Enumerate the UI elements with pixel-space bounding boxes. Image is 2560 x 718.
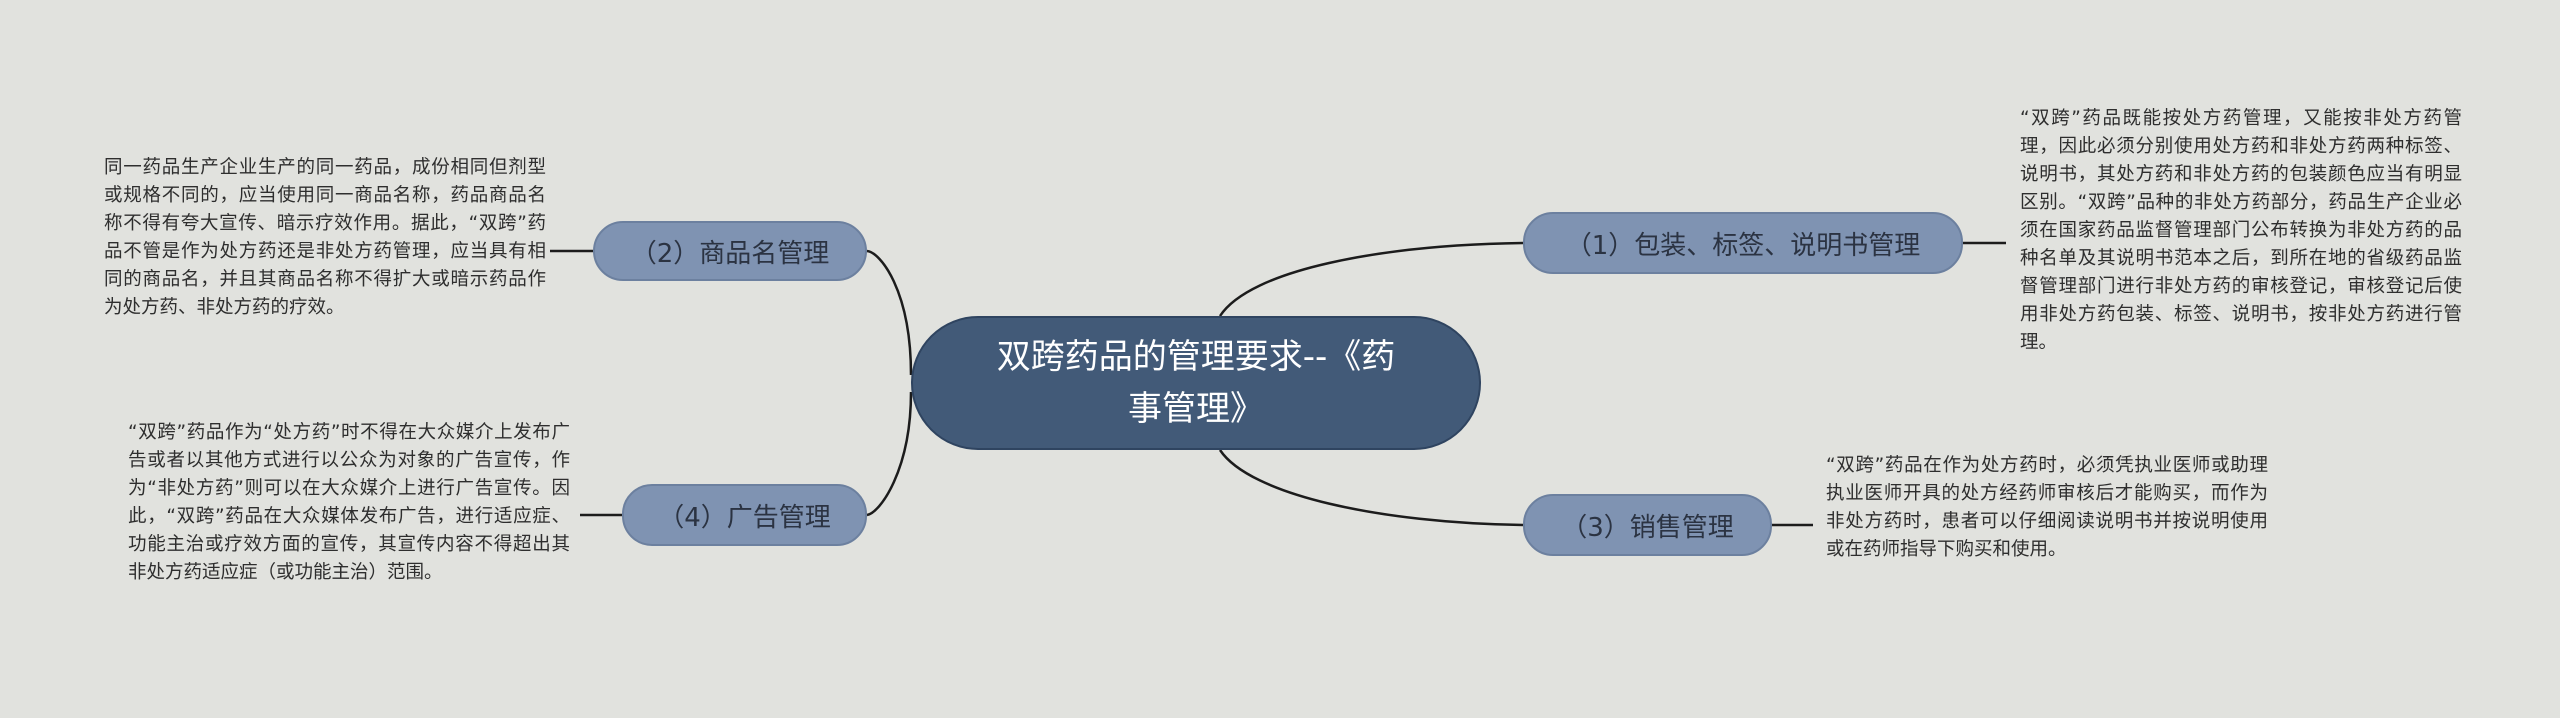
branch-label-brand-name: （2）商品名管理 [630,238,830,269]
branch-label-advertising: （4）广告管理 [658,502,831,533]
central-topic-node[interactable]: 双跨药品的管理要求--《药事管理》 [911,316,1481,450]
leaf-text-sales: “双跨”药品在作为处方药时，必须凭执业医师或助理执业医师开具的处方经药师审核后才… [1826,455,2268,560]
branch-node-brand-name[interactable]: （2）商品名管理 [593,221,867,281]
leaf-text-packaging: “双跨”药品既能按处方药管理，又能按非处方药管理，因此必须分别使用处方药和非处方… [2020,108,2462,353]
central-topic-label: 双跨药品的管理要求--《药事管理》 [996,337,1396,429]
connector-center-to-branch-2 [866,249,913,376]
connector-center-to-branch-1 [1218,241,1524,317]
leaf-text-advertising: “双跨”药品作为“处方药”时不得在大众媒介上发布广告或者以其他方式进行以公众为对… [128,422,570,583]
leaf-text-brand-name: 同一药品生产企业生产的同一药品，成份相同但剂型或规格不同的，应当使用同一商品名称… [104,157,546,318]
branch-label-packaging: （1）包装、标签、说明书管理 [1565,230,1921,261]
branch-node-sales[interactable]: （3）销售管理 [1523,494,1772,556]
branch-node-packaging[interactable]: （1）包装、标签、说明书管理 [1523,212,1963,274]
branch-label-sales: （3）销售管理 [1561,512,1734,543]
branch-node-advertising[interactable]: （4）广告管理 [622,484,867,546]
connector-center-to-branch-4 [866,391,913,517]
connector-center-to-branch-3 [1218,449,1524,527]
